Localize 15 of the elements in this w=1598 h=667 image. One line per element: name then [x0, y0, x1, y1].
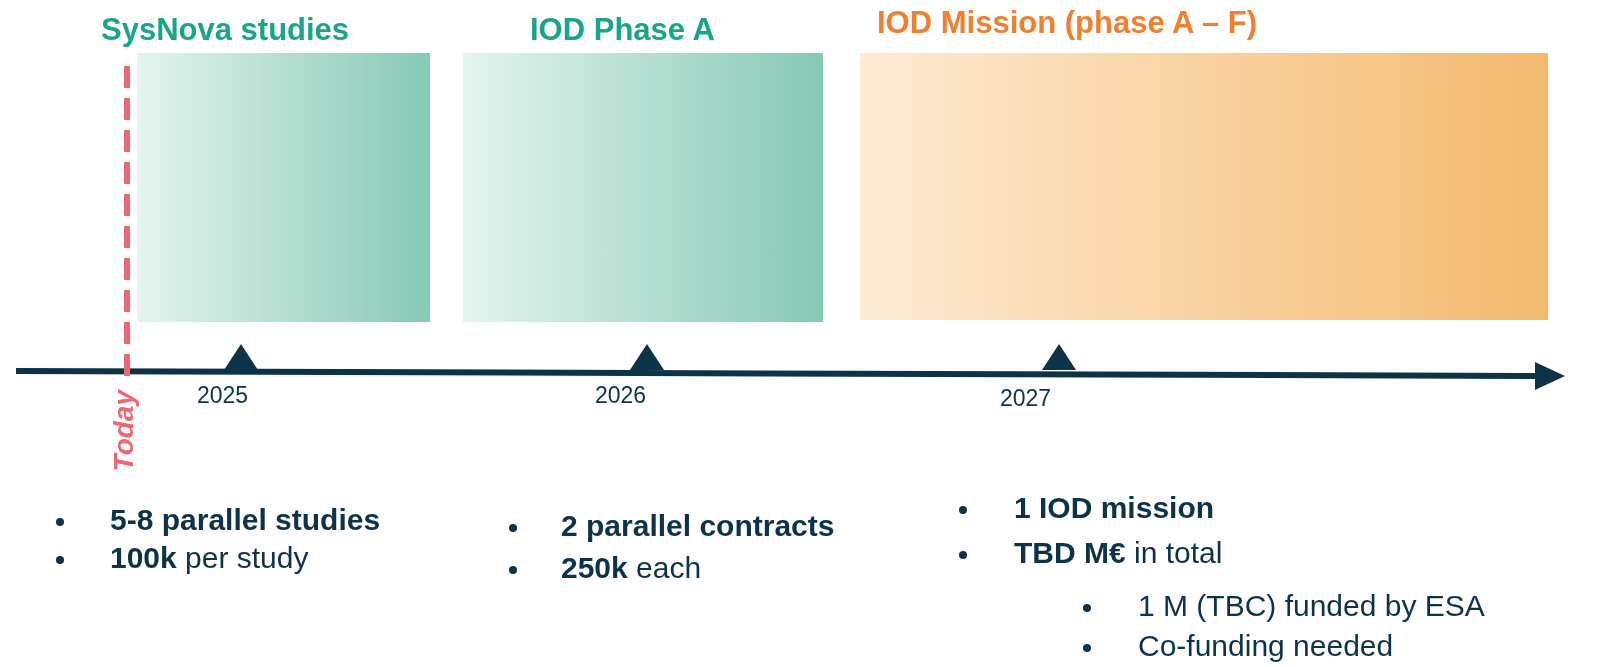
bullet-text: 1 M (TBC) funded by ESA	[1138, 589, 1485, 623]
bullet-text: 100k per study	[110, 541, 309, 575]
bullet-text: 2 parallel contracts	[561, 509, 835, 543]
year-label: 2025	[197, 382, 249, 409]
bullet-text: TBD M€ in total	[1014, 536, 1223, 570]
bullet-text: 250k each	[561, 551, 702, 585]
today-label: Today	[108, 390, 140, 472]
bullet-text: Co-funding needed	[1138, 629, 1394, 663]
bullet-text: 5-8 parallel studies	[110, 503, 381, 537]
year-label: 2026	[595, 382, 647, 409]
bullet-text: 1 IOD mission	[1014, 491, 1215, 525]
phase-title: IOD Phase A	[530, 12, 715, 48]
year-label: 2027	[1000, 385, 1052, 412]
phase-title: IOD Mission (phase A – F)	[877, 5, 1258, 41]
phase-title: SysNova studies	[101, 12, 350, 48]
